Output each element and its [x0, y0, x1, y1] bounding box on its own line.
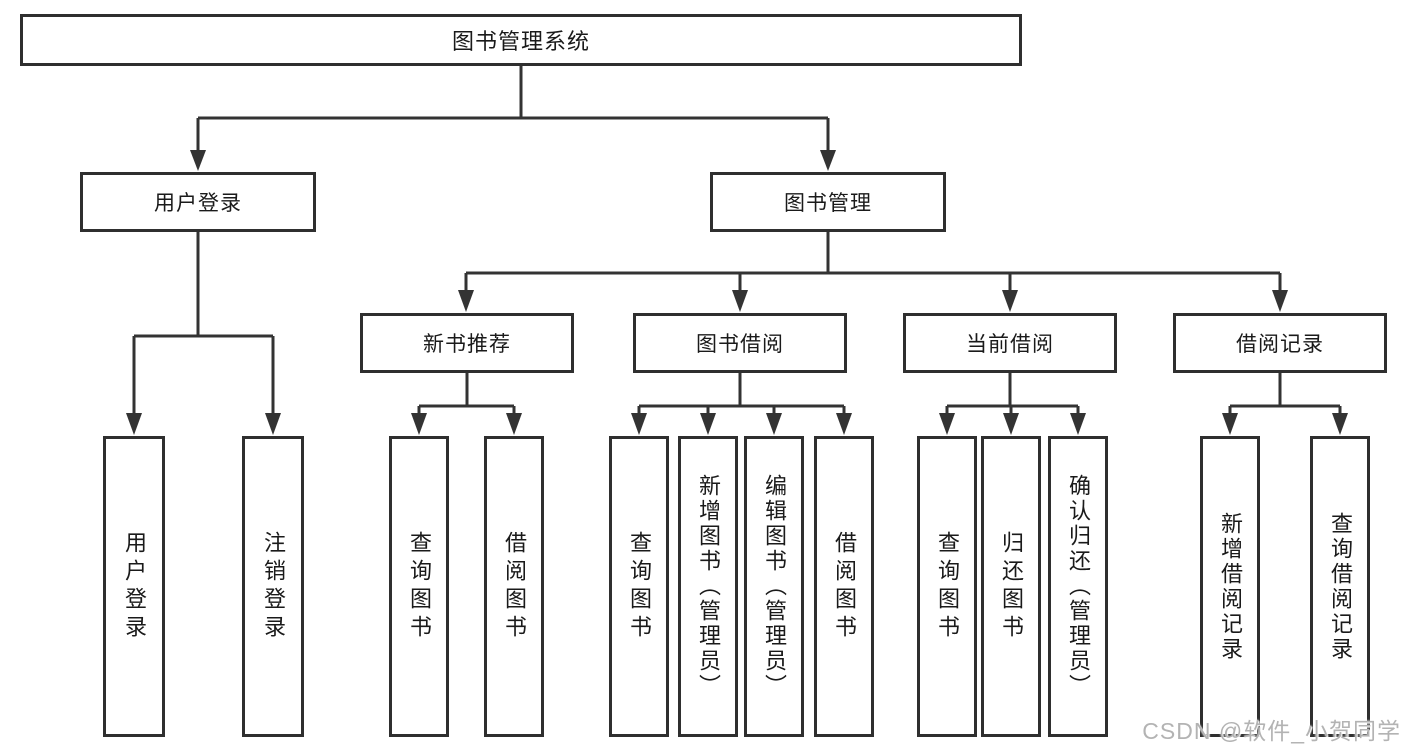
node-book-management: 图书管理	[710, 172, 946, 232]
connector-records-to-leaves	[1228, 373, 1342, 417]
node-current-borrow: 当前借阅	[903, 313, 1117, 373]
node-library-management-system: 图书管理系统	[20, 14, 1022, 66]
connector-currentborrow-to-leaves	[945, 373, 1080, 417]
leaf-add-borrow-record: 新增借阅记录	[1200, 436, 1260, 737]
leaf-return-books: 归还图书	[981, 436, 1041, 737]
leaf-user-login: 用户登录	[103, 436, 165, 737]
connector-userlogin-to-leaves	[132, 232, 275, 416]
leaf-borrow-books-recommend: 借阅图书	[484, 436, 544, 737]
leaf-query-books-recommend: 查询图书	[389, 436, 449, 737]
leaf-query-books-borrow: 查询图书	[609, 436, 669, 737]
node-user-login: 用户登录	[80, 172, 316, 232]
leaf-borrow-books: 借阅图书	[814, 436, 874, 737]
csdn-watermark: CSDN @软件_小贺同学	[1142, 718, 1401, 744]
node-new-book-recommend: 新书推荐	[360, 313, 574, 373]
leaf-add-books-admin: 新增图书（管理员）	[678, 436, 738, 737]
connector-newbook-to-leaves	[417, 373, 516, 417]
leaf-query-books-current: 查询图书	[917, 436, 977, 737]
arrowheads	[126, 150, 1348, 435]
node-book-borrow: 图书借阅	[633, 313, 847, 373]
connector-bookmgmt-to-level3	[464, 232, 1282, 293]
leaf-query-borrow-record: 查询借阅记录	[1310, 436, 1370, 737]
leaf-logout: 注销登录	[242, 436, 304, 737]
connector-root-to-level2	[196, 66, 830, 153]
connector-bookborrow-to-leaves	[637, 373, 846, 417]
leaf-confirm-return-admin: 确认归还（管理员）	[1048, 436, 1108, 737]
leaf-edit-books-admin: 编辑图书（管理员）	[744, 436, 804, 737]
node-borrow-records: 借阅记录	[1173, 313, 1387, 373]
